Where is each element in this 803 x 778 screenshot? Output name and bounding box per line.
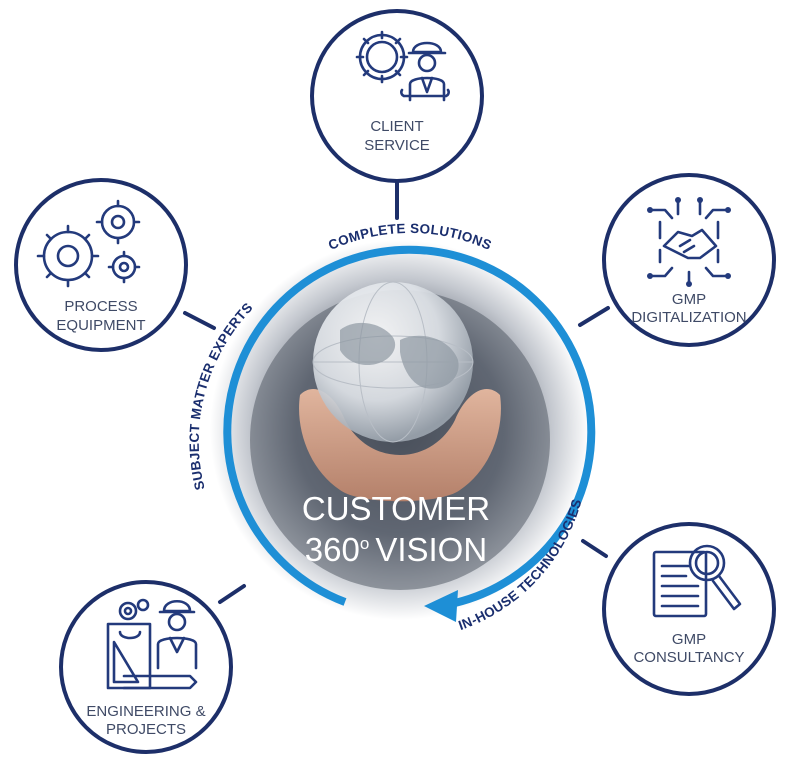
gears-icon — [36, 199, 141, 288]
node-engineering-projects: ENGINEERING & PROJECTS — [59, 580, 233, 754]
center-photo — [210, 240, 590, 620]
node-engineering-projects-label-line2: PROJECTS — [106, 721, 186, 738]
node-engineering-projects-label-line1: ENGINEERING & — [86, 703, 205, 720]
center-title-line1: CUSTOMER — [302, 490, 490, 527]
node-process-equipment: PROCESS EQUIPMENT — [14, 178, 188, 352]
node-client-service-label-line2: SERVICE — [364, 137, 430, 154]
circuit-handshake-icon — [647, 197, 731, 287]
center-number: 360 — [305, 531, 360, 568]
vision-ring-arc — [223, 245, 596, 607]
center-degree: o — [360, 534, 369, 553]
node-client-service: CLIENT SERVICE — [310, 9, 484, 183]
node-client-service-label-line1: CLIENT — [370, 118, 423, 135]
document-magnifier-icon — [652, 544, 742, 618]
node-gmp-consultancy-label-line2: CONSULTANCY — [633, 649, 744, 666]
connector-process-equipment — [183, 311, 216, 330]
glass-globe-image — [312, 281, 474, 443]
connector-gmp-consultancy — [581, 539, 608, 558]
center-word: VISION — [375, 531, 487, 568]
vision-ring-arrowhead — [424, 590, 458, 622]
node-gmp-digitalization: GMP DIGITALIZATION — [602, 173, 776, 347]
connector-gmp-digitalization — [578, 306, 610, 327]
node-process-equipment-label-line1: PROCESS — [64, 298, 137, 315]
node-gmp-digitalization-label-line1: GMP — [672, 291, 706, 308]
connector-engineering-projects — [218, 584, 246, 604]
node-gmp-consultancy: GMP CONSULTANCY — [602, 522, 776, 696]
engineer-blueprint-icon — [106, 598, 198, 690]
hands-image — [299, 389, 501, 502]
center-title-line2: 360o VISION — [305, 531, 487, 568]
node-process-equipment-label-line2: EQUIPMENT — [56, 317, 145, 334]
node-gmp-digitalization-label-line2: DIGITALIZATION — [631, 309, 746, 326]
gear-engineer-icon — [355, 30, 450, 102]
node-gmp-consultancy-label-line1: GMP — [672, 631, 706, 648]
